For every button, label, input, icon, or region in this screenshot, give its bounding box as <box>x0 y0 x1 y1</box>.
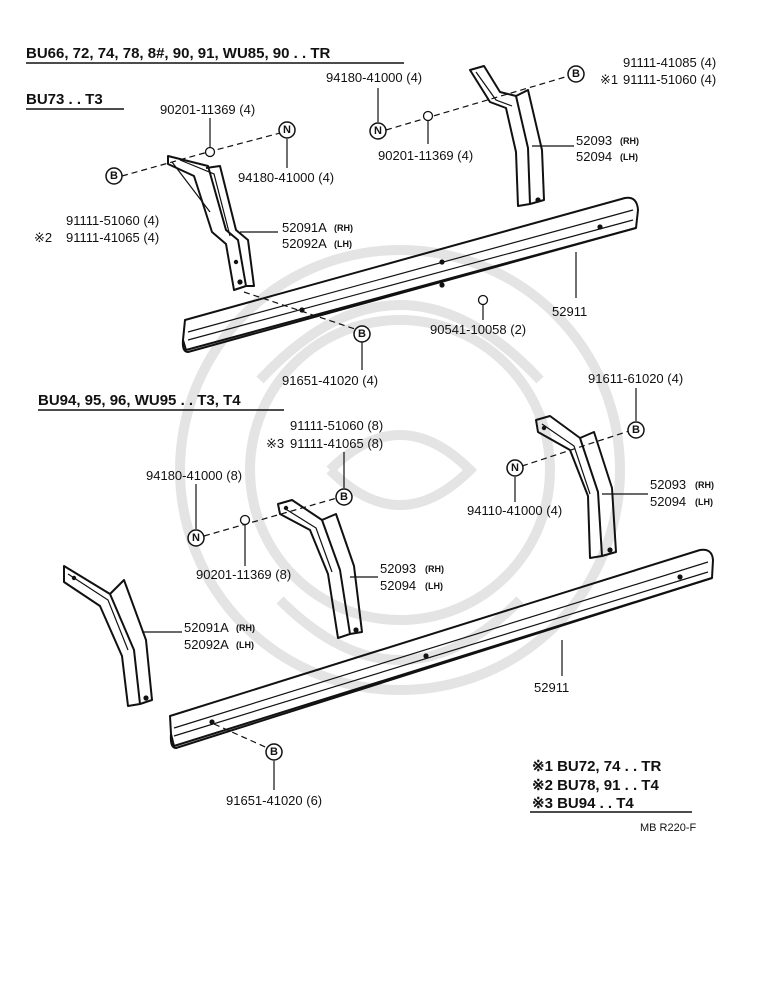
svg-text:N: N <box>283 124 291 136</box>
s1-bolt-callout-bottom: B <box>353 325 371 343</box>
s1-label-94180-top: 94180-41000 (4) <box>326 70 422 85</box>
s2-step-rail-52911 <box>169 548 714 749</box>
s1-nut-90541 <box>477 294 489 306</box>
s2-label-94110: 94110-41000 (4) <box>467 503 562 518</box>
s2-label-52094-c-side: (LH) <box>425 581 443 591</box>
s2-bolt-callout-center: B <box>335 488 353 506</box>
svg-text:B: B <box>572 68 580 80</box>
section1-header: BU66, 72, 74, 78, 8#, 90, 91, WU85, 90 .… <box>26 45 330 62</box>
s1-label-90201-l: 90201-11369 (4) <box>160 102 255 117</box>
s2-label-52094-r-side: (LH) <box>695 497 713 507</box>
svg-text:N: N <box>374 125 382 137</box>
s2-label-91611: 91611-61020 (4) <box>588 371 683 386</box>
s1-align-line-bottom <box>243 291 359 331</box>
s1-washer-right <box>422 110 434 122</box>
s1-label-94180-l: 94180-41000 (4) <box>238 170 334 185</box>
s1-align-line-left <box>121 151 209 177</box>
s1-label-52911: 52911 <box>552 304 587 319</box>
s2-label-52093-r-side: (RH) <box>695 480 714 490</box>
watermark-emblem <box>175 245 625 695</box>
s2-bracket-52093-center <box>277 499 363 639</box>
s1-label-52091-side: (RH) <box>334 223 353 233</box>
s2-label-91111-51060: 91111-51060 (8) <box>290 418 383 433</box>
svg-text:B: B <box>632 424 640 436</box>
s2-label-91111-41065: 91111-41065 (8) <box>290 436 383 451</box>
s1-nut-callout-left: N <box>278 121 296 139</box>
s2-bracket-52091a <box>63 565 153 707</box>
s1-label-52094-side: (LH) <box>620 152 638 162</box>
s1-label-52092: 52092A <box>282 236 327 251</box>
s1-bracket-52093 <box>469 65 545 207</box>
s1-label-91111-51060-l: 91111-51060 (4) <box>66 213 159 228</box>
s2-label-52911: 52911 <box>534 680 569 695</box>
s2-align-line-bottom <box>213 723 273 751</box>
s2-label-91651: 91651-41020 (6) <box>226 793 322 808</box>
s1-bracket-52091a <box>167 155 255 291</box>
s1-washer-left <box>204 146 216 158</box>
s2-label-90201: 90201-11369 (8) <box>196 567 291 582</box>
s2-label-52094-r: 52094 <box>650 494 686 509</box>
s1-label-52091: 52091A <box>282 220 327 235</box>
svg-text:B: B <box>358 328 366 340</box>
s2-align-line-center <box>203 495 345 537</box>
s1-mark2: ※2 <box>34 230 52 245</box>
s1-label-90541: 90541-10058 (2) <box>430 322 526 337</box>
s2-label-52093-r: 52093 <box>650 477 686 492</box>
svg-text:B: B <box>270 746 278 758</box>
s1-bolt-callout-left: B <box>105 167 123 185</box>
legend-item-2: ※2 BU78, 91 . . T4 <box>532 777 659 794</box>
s1-label-52093: 52093 <box>576 133 612 148</box>
s2-nut-callout-right: N <box>506 459 524 477</box>
svg-text:B: B <box>110 170 118 182</box>
s1-bolt-callout-right: B <box>567 65 585 83</box>
s1-label-90201-r: 90201-11369 (4) <box>378 148 473 163</box>
s2-label-52094-c: 52094 <box>380 578 416 593</box>
s2-nut-callout-center: N <box>187 529 205 547</box>
s2-bolt-callout-bottom: B <box>265 743 283 761</box>
s2-label-52092-side: (LH) <box>236 640 254 650</box>
s1-mark1: ※1 <box>600 72 618 87</box>
s1-align-line-left-2 <box>207 131 285 153</box>
s2-label-52092: 52092A <box>184 637 229 652</box>
svg-text:B: B <box>340 491 348 503</box>
s1-label-52094: 52094 <box>576 149 612 164</box>
s1-nut-callout-right: N <box>369 122 387 140</box>
s2-label-94180: 94180-41000 (8) <box>146 468 242 483</box>
section1-subheader: BU73 . . T3 <box>26 91 103 108</box>
s2-bolt-callout-right: B <box>627 421 645 439</box>
s1-label-91111-51060-r: 91111-51060 (4) <box>623 72 716 87</box>
s1-label-91111-41085-r: 91111-41085 (4) <box>623 55 716 70</box>
s1-step-rail-52911 <box>181 196 639 353</box>
s1-label-52093-side: (RH) <box>620 136 639 146</box>
section2-header: BU94, 95, 96, WU95 . . T3, T4 <box>38 392 241 409</box>
diagram-code: MB R220-F <box>640 822 697 834</box>
s2-label-52091-side: (RH) <box>236 623 255 633</box>
s2-washer-center <box>239 514 251 526</box>
s2-label-52091: 52091A <box>184 620 229 635</box>
s2-label-52093-c-side: (RH) <box>425 564 444 574</box>
svg-text:N: N <box>511 462 519 474</box>
s1-label-91111-41065-l: 91111-41065 (4) <box>66 230 159 245</box>
s2-bracket-52093-right <box>535 415 617 559</box>
svg-text:N: N <box>192 532 200 544</box>
s2-label-52093-c: 52093 <box>380 561 416 576</box>
s1-align-line-right <box>385 74 573 131</box>
s1-label-52092-side: (LH) <box>334 239 352 249</box>
s2-mark3: ※3 <box>266 436 284 451</box>
legend-item-1: ※1 BU72, 74 . . TR <box>532 758 661 775</box>
legend-item-3: ※3 BU94 . . T4 <box>532 795 634 812</box>
s1-label-91651: 91651-41020 (4) <box>282 373 378 388</box>
